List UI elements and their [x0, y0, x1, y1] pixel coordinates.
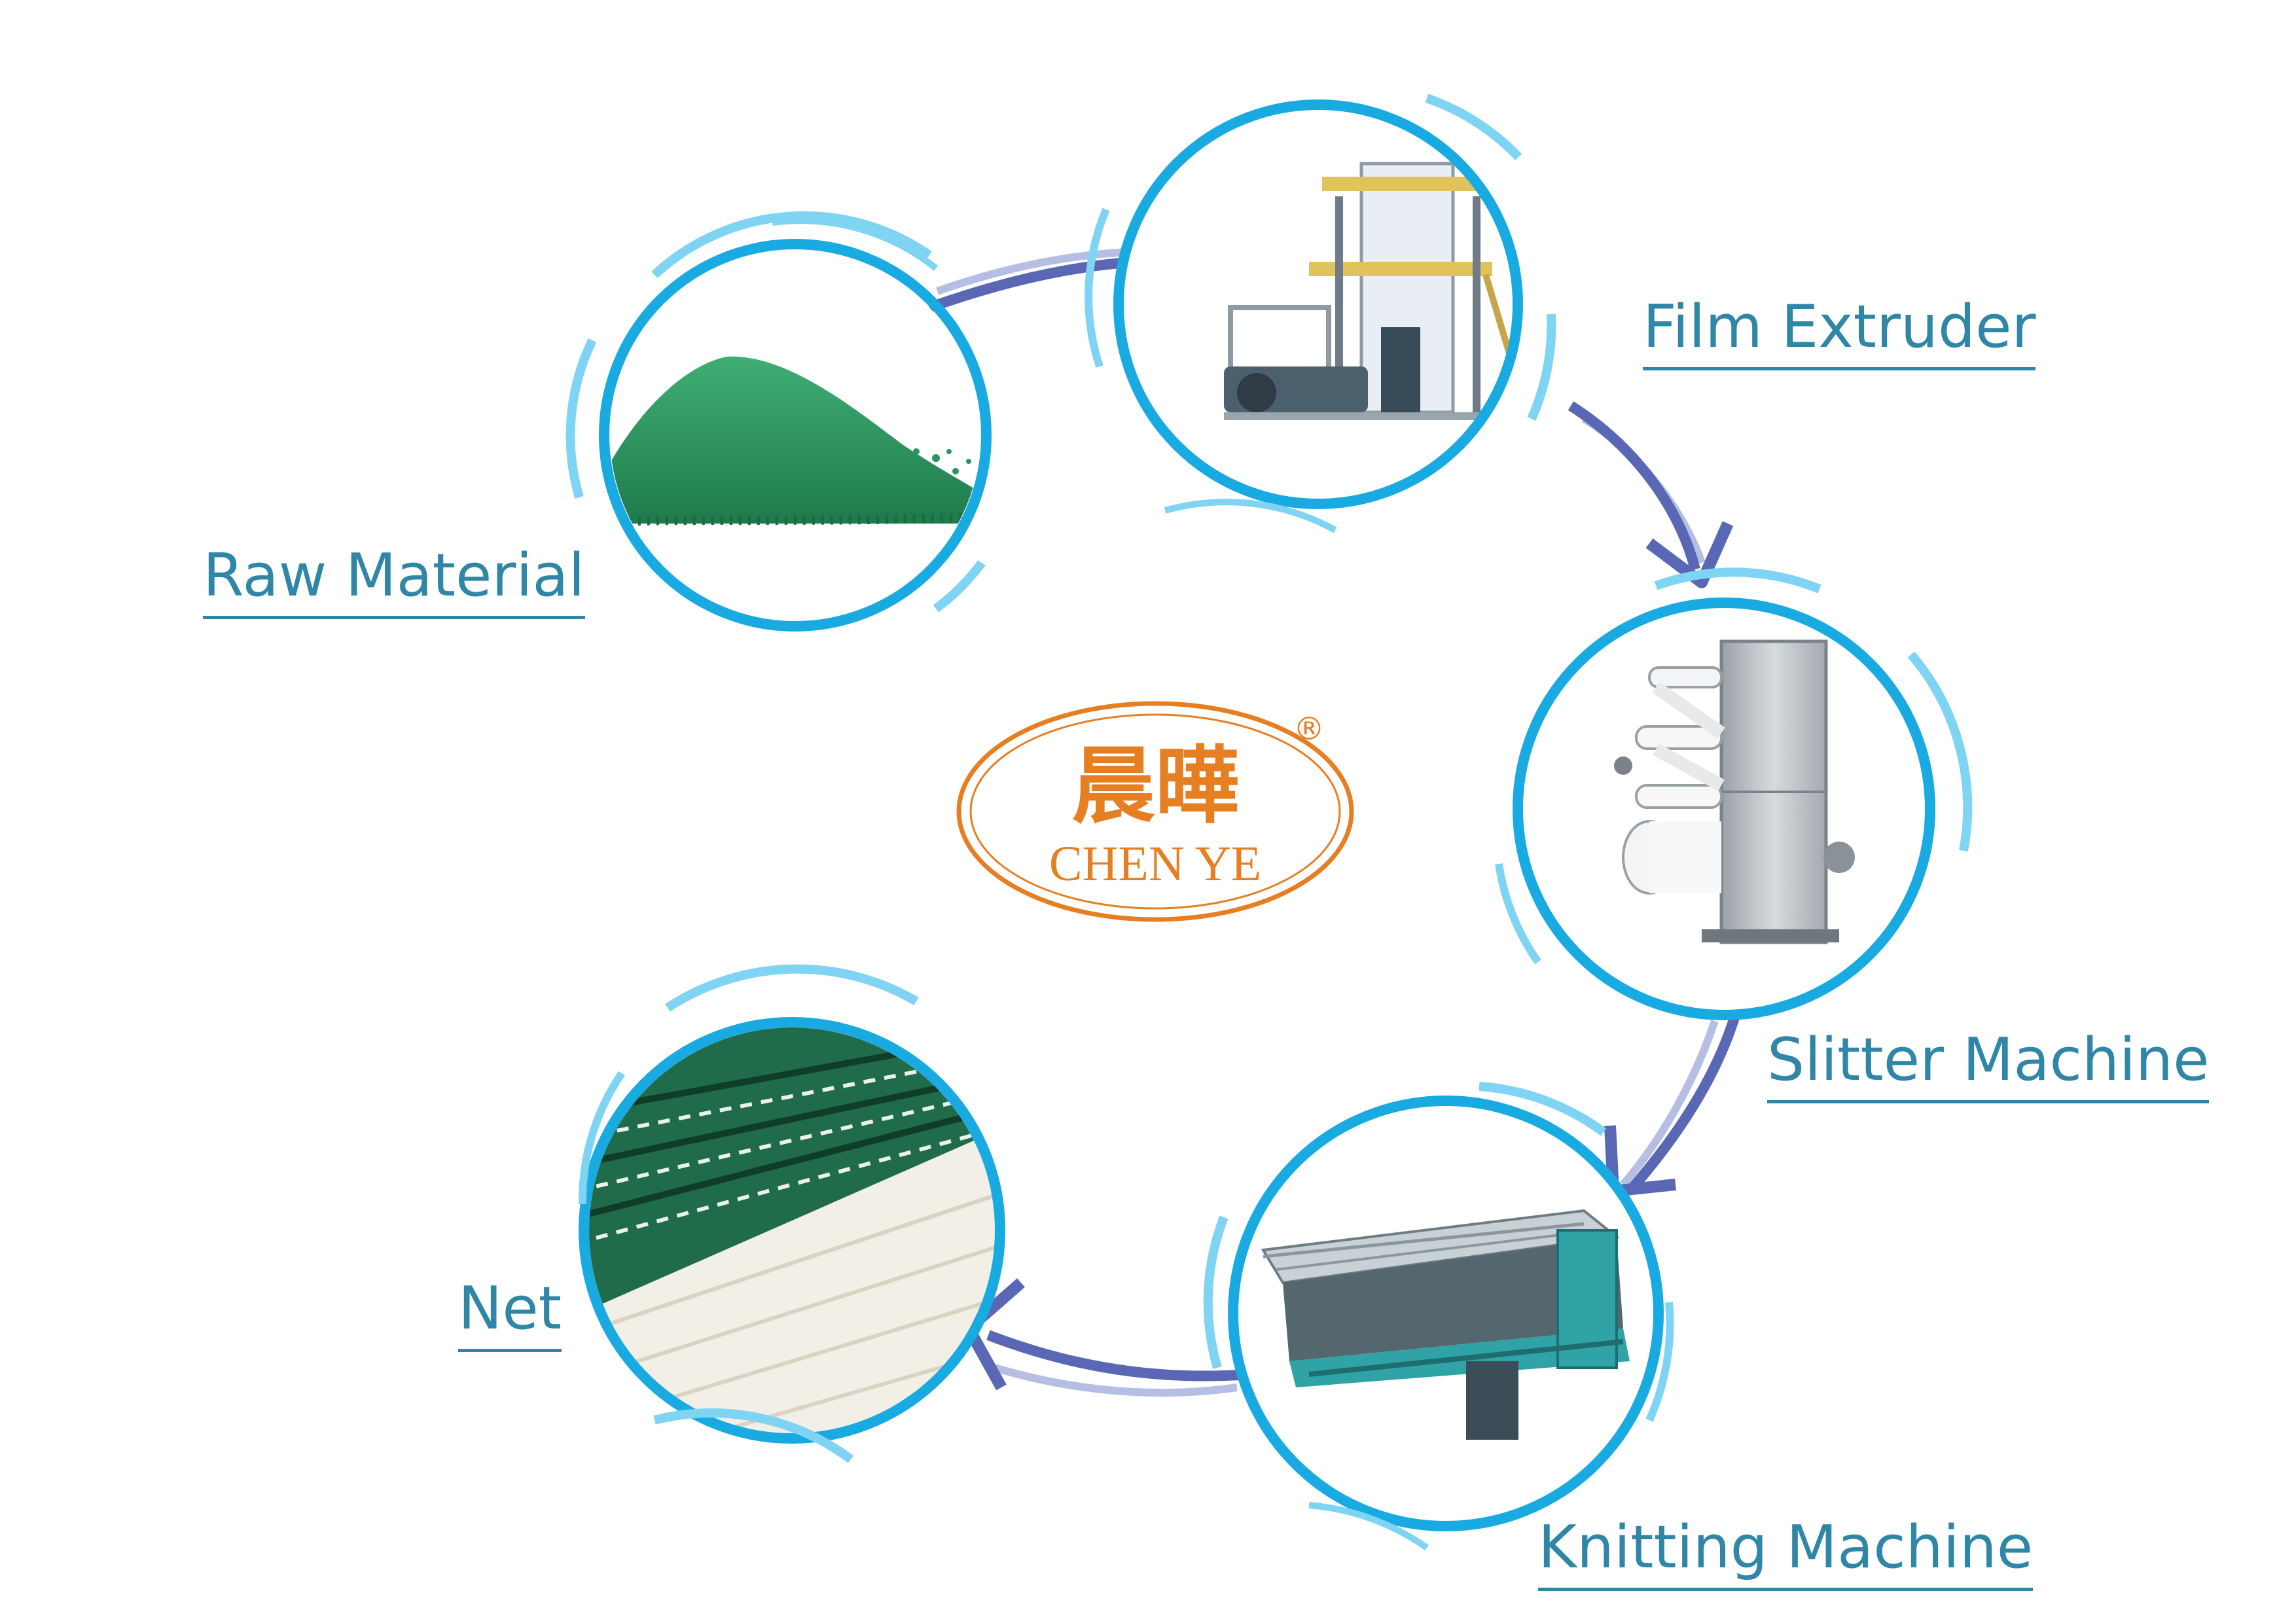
- arrow-slitter-to-knitting: [1604, 1016, 1740, 1197]
- raw-material-image: [610, 250, 980, 620]
- step-slitter-machine: [1495, 567, 1973, 1020]
- knitting-machine-image: [1238, 1105, 1654, 1522]
- logo-inner-oval: [969, 713, 1341, 910]
- logo-outer-oval: [956, 701, 1354, 922]
- film-extruder-ring: [1113, 99, 1523, 509]
- logo-registered-mark: ®: [1293, 711, 1325, 747]
- label-film-extruder: Film Extruder: [1643, 298, 2036, 370]
- net-image: [589, 1027, 995, 1433]
- slitter-machine-image: [1522, 607, 1926, 1010]
- raw-material-ring: [599, 239, 992, 632]
- label-raw-material: Raw Material: [203, 546, 585, 619]
- logo-chinese: 晨曄: [1071, 737, 1239, 835]
- knitting-machine-ring: [1228, 1096, 1664, 1531]
- logo-english: CHEN YE: [1049, 836, 1261, 891]
- film-extruder-image: [1123, 109, 1513, 499]
- label-knitting-machine: Knitting Machine: [1538, 1518, 2034, 1591]
- chen-ye-logo: 晨曄 CHEN YE ®: [956, 701, 1354, 922]
- step-film-extruder: [1085, 94, 1556, 533]
- net-ring: [579, 1017, 1005, 1444]
- arrow-extruder-to-slitter: [1568, 401, 1734, 588]
- label-slitter-machine: Slitter Machine: [1767, 1031, 2210, 1103]
- step-raw-material: [565, 211, 992, 632]
- raw-material-outer-arc: [651, 211, 932, 279]
- label-net: Net: [458, 1279, 562, 1352]
- slitter-machine-ring: [1513, 597, 1935, 1020]
- step-net: [578, 964, 1005, 1463]
- step-knitting-machine: [1203, 1082, 1674, 1551]
